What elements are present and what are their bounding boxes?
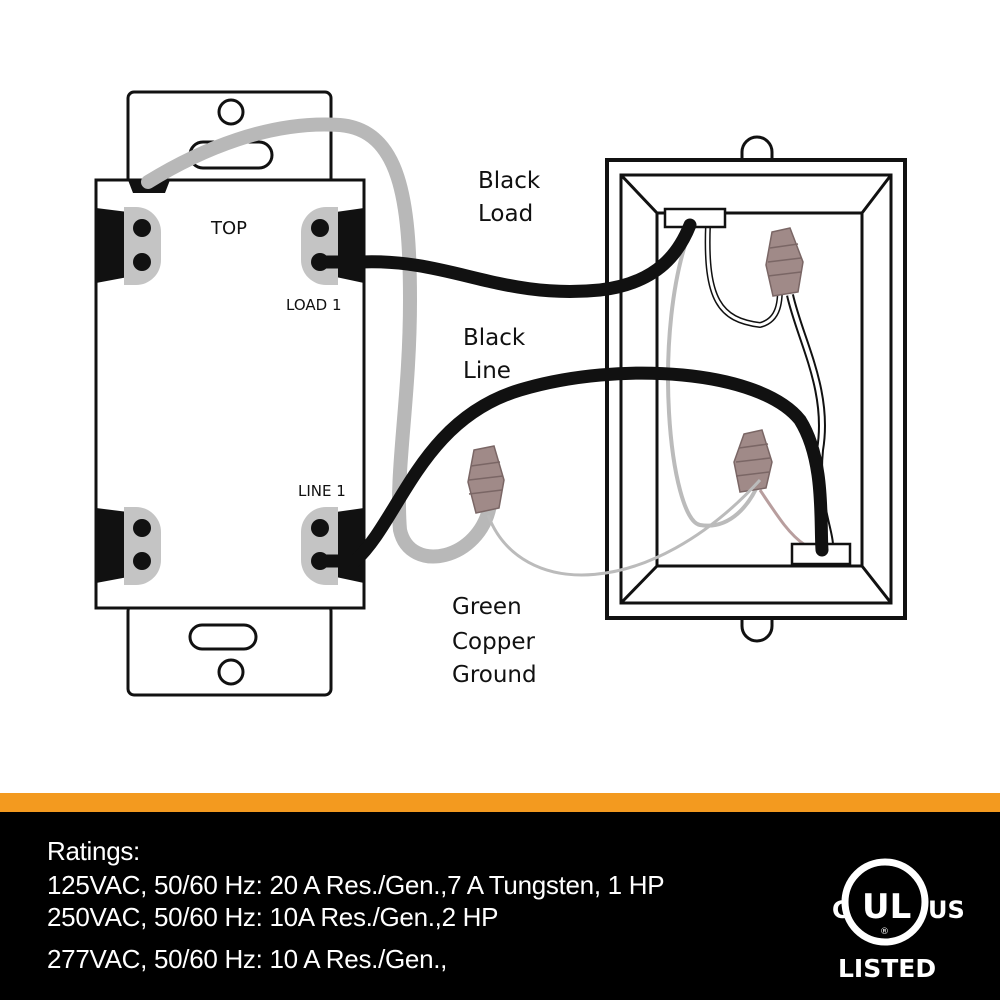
black-line-label-1: Black <box>463 325 526 351</box>
box-bottom-tab <box>740 618 774 643</box>
line-1-label: LINE 1 <box>298 482 346 500</box>
terminal-load-1 <box>301 207 338 285</box>
black-load-label-2: Load <box>478 201 533 227</box>
rating-line: 250VAC, 50/60 Hz: 10A Res./Gen.,2 HP <box>47 902 499 932</box>
ratings-footer: Ratings: 125VAC, 50/60 Hz: 20 A Res./Gen… <box>0 812 1000 1000</box>
ground-label-1: Green <box>452 594 522 620</box>
black-load-wire <box>313 218 697 299</box>
black-line-wire <box>313 366 829 568</box>
top-label: TOP <box>210 218 247 239</box>
internal-ground-wire <box>666 224 762 528</box>
wire-nut-icon <box>733 429 773 493</box>
ul-c-text: C <box>832 896 850 924</box>
ul-registered: ® <box>880 927 889 937</box>
ground-wire-jumper <box>486 478 762 577</box>
black-load-label-1: Black <box>478 168 541 194</box>
strap-screw-hole <box>217 98 245 126</box>
load-1-label: LOAD 1 <box>286 296 342 314</box>
rating-line: 125VAC, 50/60 Hz: 20 A Res./Gen.,7 A Tun… <box>47 870 665 900</box>
orange-divider <box>0 793 1000 812</box>
terminal <box>124 507 161 585</box>
wire-nut-icon <box>765 227 804 297</box>
ratings-title: Ratings: <box>47 836 140 866</box>
ul-listed-text: LISTED <box>838 954 936 983</box>
ground-label-3: Ground <box>452 662 537 688</box>
strap-slot <box>188 623 258 651</box>
black-line-label-2: Line <box>463 358 511 384</box>
wiring-diagram: TOP LOAD 1 LINE 1 Black Load Black Line … <box>94 90 907 697</box>
box-top-tab <box>740 135 774 160</box>
dimmer-switch: TOP LOAD 1 LINE 1 <box>94 90 366 697</box>
rating-line: 277VAC, 50/60 Hz: 10 A Res./Gen., <box>47 944 448 974</box>
terminal-line-1 <box>301 507 338 585</box>
ul-listed-logo: C UL ® US LISTED <box>832 858 965 983</box>
strap-screw-hole <box>217 658 245 686</box>
ul-us-text: US <box>928 896 965 924</box>
wire-nut-icon <box>467 445 505 514</box>
terminal <box>124 207 161 285</box>
ground-wire <box>141 117 497 564</box>
ul-mark-text: UL <box>862 887 911 927</box>
ground-label-2: Copper <box>452 629 535 655</box>
